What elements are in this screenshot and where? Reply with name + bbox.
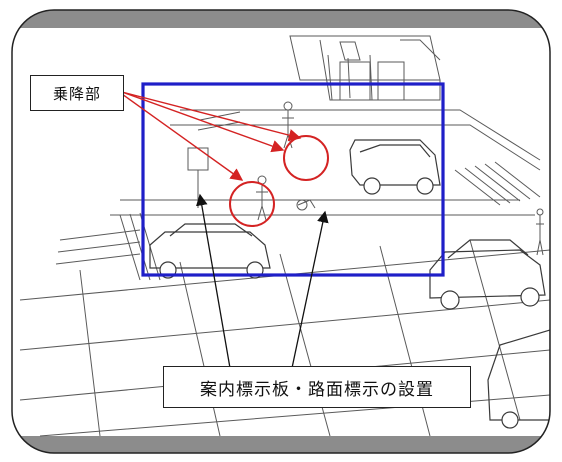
signage-installation-label: 案内標示板・路面標示の設置: [163, 366, 471, 408]
boarding-callout-arrows: [121, 91, 302, 181]
van-bottom-right: [487, 329, 550, 421]
street-scene: [19, 35, 550, 437]
boarding-area-label: 乗降部: [30, 75, 124, 111]
van-upper-right: [349, 139, 441, 186]
boarding-area-circle-2: [229, 181, 275, 227]
signage-callout-arrows: [196, 193, 329, 369]
boarding-area-circle-1: [283, 135, 329, 181]
vehicles: [149, 139, 550, 429]
car-right-middle: [429, 249, 546, 299]
car-lower-left: [149, 231, 271, 269]
boarding-area-focus-box: [141, 82, 445, 277]
frame-border: [11, 9, 551, 454]
